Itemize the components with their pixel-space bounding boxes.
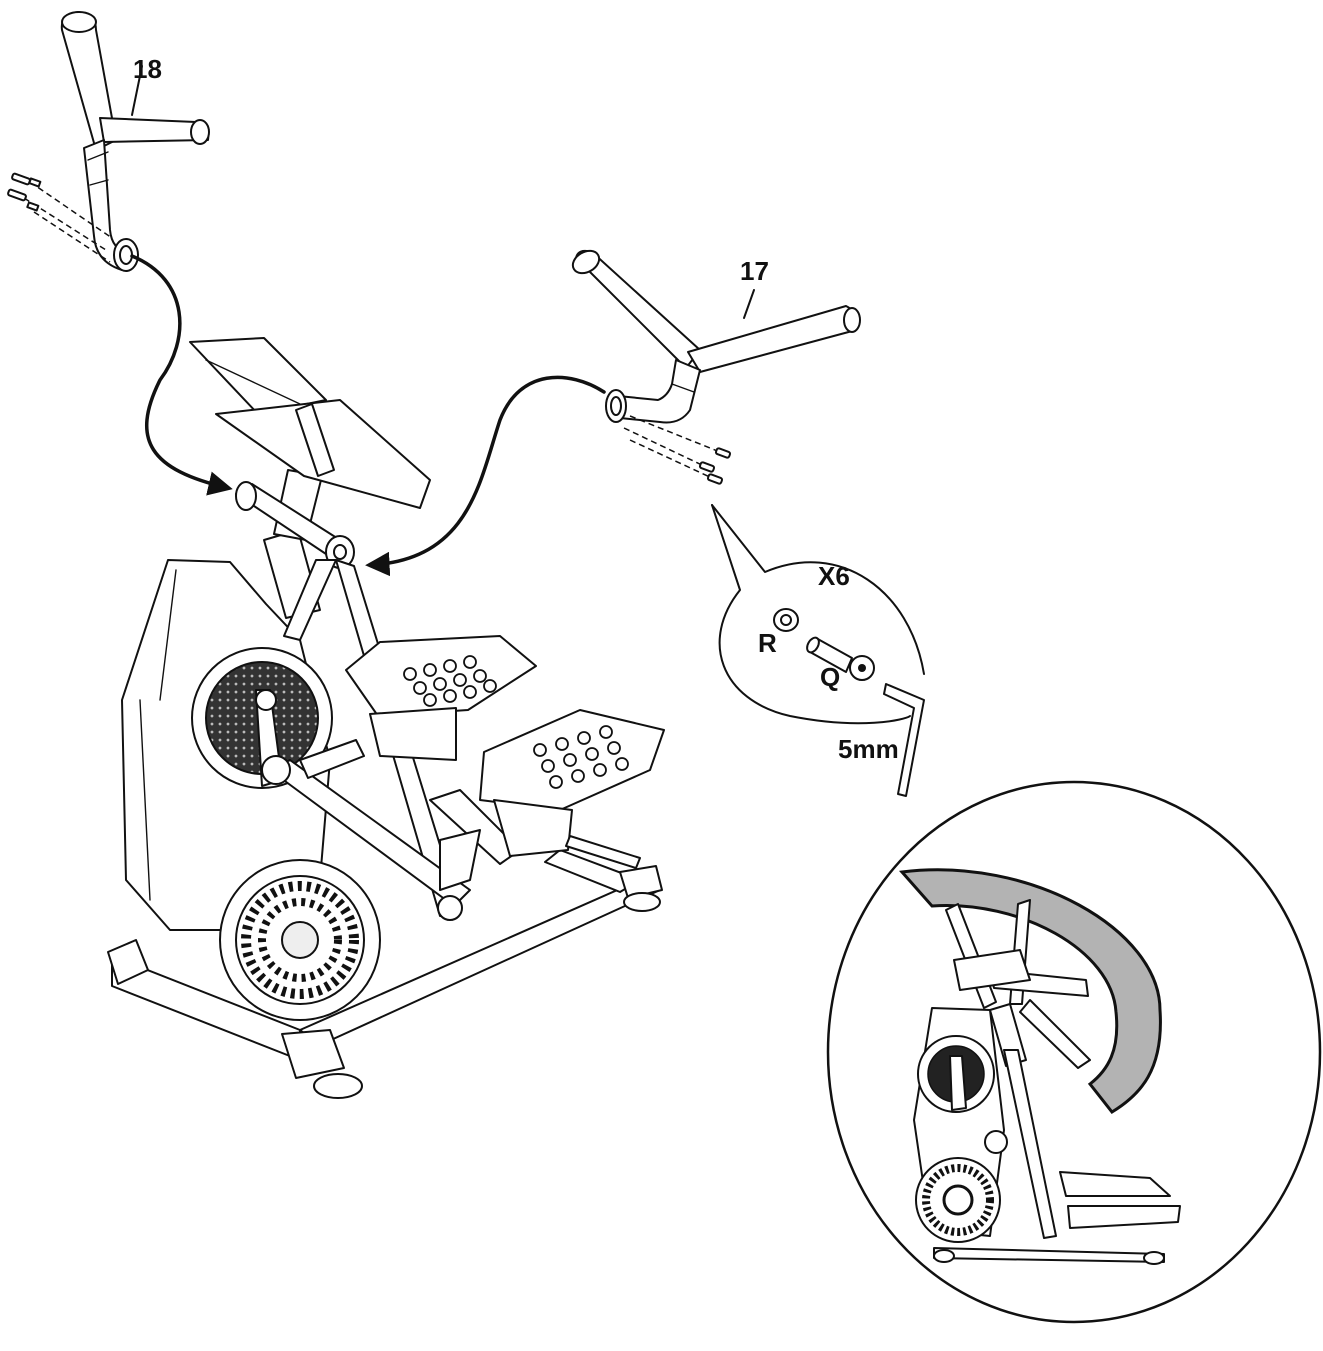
callout-part-18: 18 xyxy=(133,54,162,84)
bolts-part-18 xyxy=(7,172,113,263)
elliptical-machine xyxy=(107,337,665,1099)
hex-key-icon xyxy=(883,683,925,797)
fan-blades xyxy=(241,881,359,999)
mini-machine xyxy=(913,899,1181,1265)
inset-rotation-detail xyxy=(826,780,1322,1324)
rotation-arc-icon xyxy=(898,868,1162,1114)
callout-tool-size: 5mm xyxy=(838,734,899,764)
hardware-callout-bubble xyxy=(711,504,925,797)
callout-part-r: R xyxy=(758,628,777,658)
arrow-part-17-to-mount xyxy=(365,375,606,577)
bolt-icon xyxy=(806,636,875,681)
bolts-part-17 xyxy=(623,415,732,485)
handlebar-right-part-17 xyxy=(571,249,861,424)
callout-quantity: X6 xyxy=(818,561,850,591)
handlebar-left-part-18 xyxy=(60,11,210,272)
arrow-part-18-to-mount xyxy=(130,254,233,496)
callout-part-17: 17 xyxy=(740,256,769,286)
pedal-holes xyxy=(403,655,629,789)
callout-part-q: Q xyxy=(820,662,840,692)
washer-icon xyxy=(773,608,799,632)
